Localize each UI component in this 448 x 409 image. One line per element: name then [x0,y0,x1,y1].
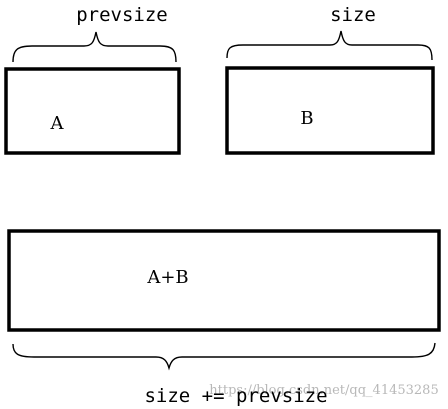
box-b [225,66,435,155]
box-a-label: A [50,113,65,134]
box-ab [7,229,441,332]
prevsize-label: prevsize [76,4,168,26]
box-ab-label: A+B [146,267,188,288]
watermark-text: https://blog.csdn.net/qq_41453285 [209,383,438,398]
box-a [4,67,181,155]
prevsize-brace [12,31,177,63]
size-label: size [330,4,376,26]
box-b-label: B [300,108,313,129]
formula-label: size += prevsize [144,385,327,407]
size-brace [226,30,433,61]
merged-size-brace [12,342,436,371]
